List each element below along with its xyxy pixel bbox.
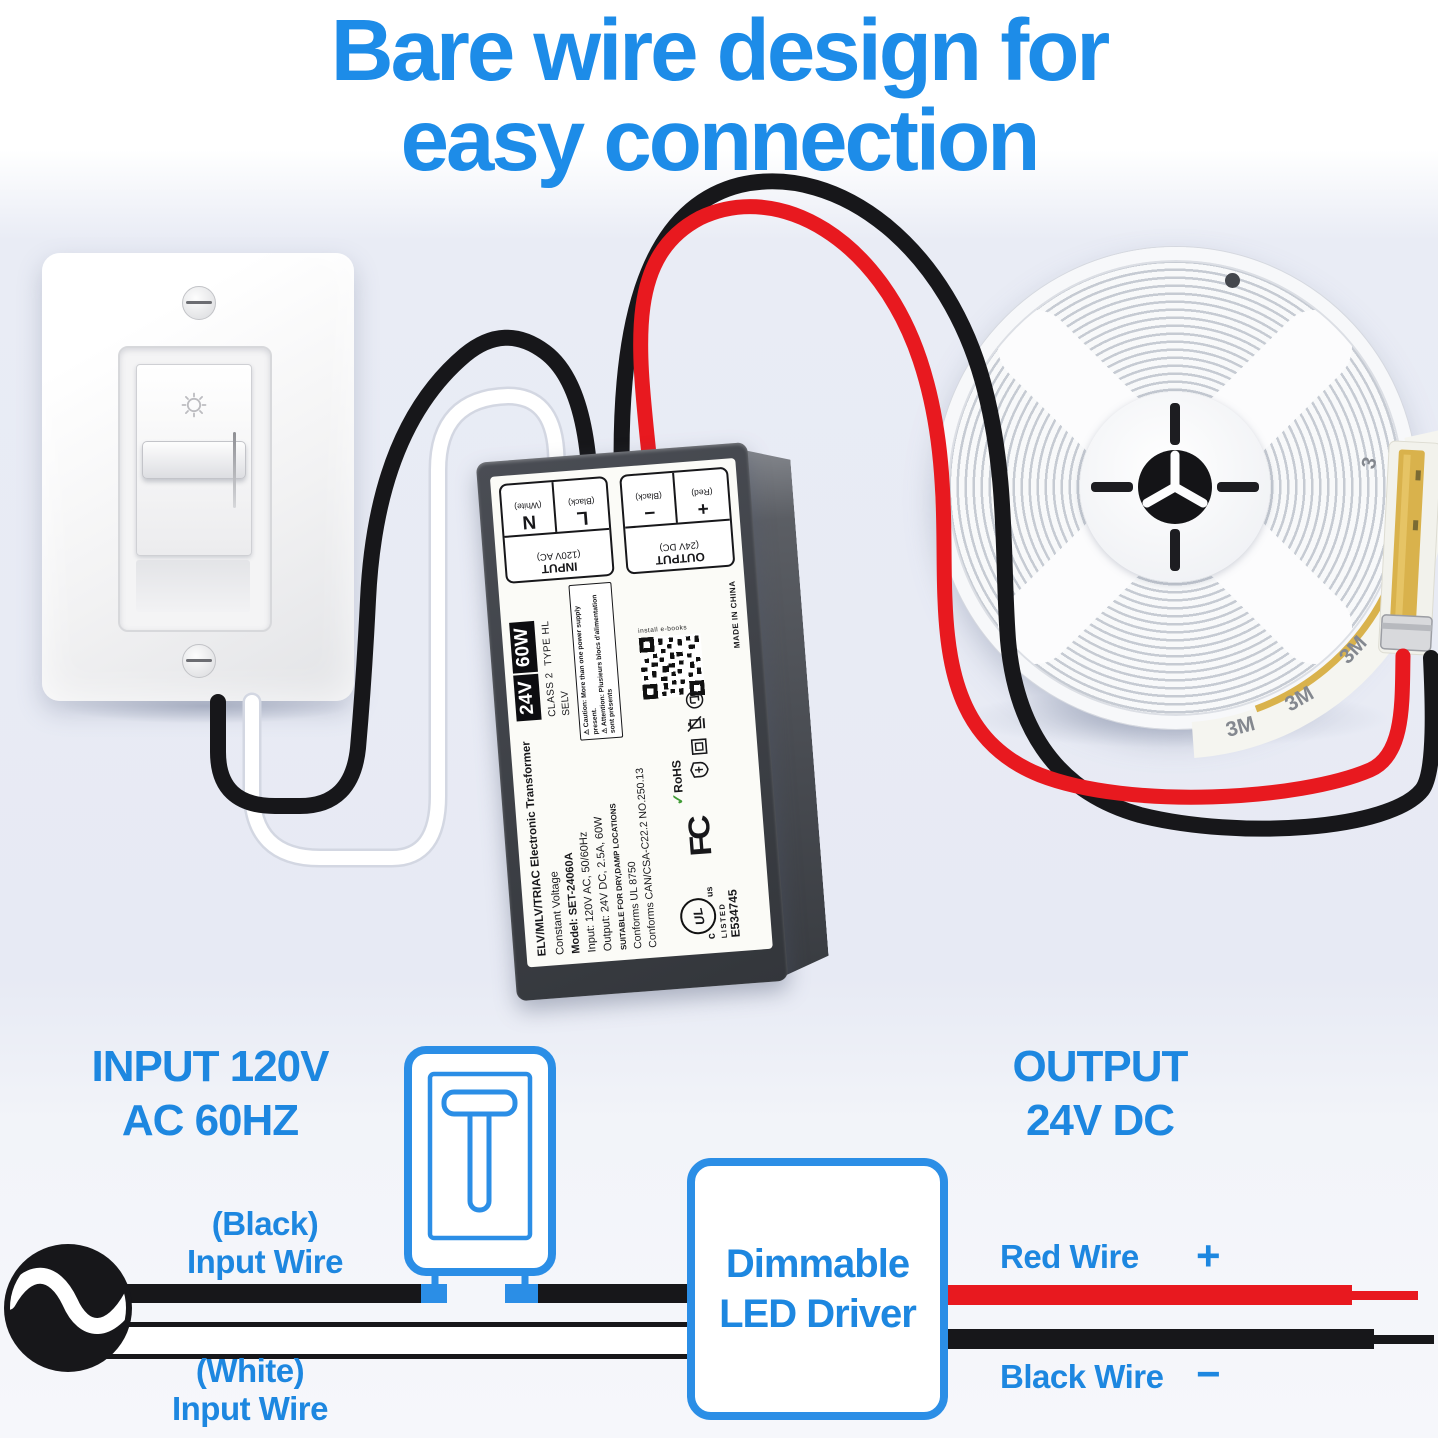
- screw-top-icon: [182, 286, 216, 320]
- screw-bottom-icon: [182, 644, 216, 678]
- title-line-2: easy connection: [400, 92, 1041, 190]
- double-insulation-icon: [690, 738, 708, 755]
- switch-paddle-lower: [136, 560, 250, 612]
- plus-sign: +: [1196, 1232, 1221, 1279]
- ul-file-number: E534745: [725, 888, 743, 938]
- fcc-logo: FC: [682, 818, 719, 858]
- rating-badges: 24V 60W: [509, 621, 542, 722]
- made-in-label: MADE IN CHINA: [727, 580, 742, 649]
- red-output-wire: [633, 199, 1411, 805]
- black-output-wire-symbol: [928, 1329, 1374, 1349]
- bulb-icon: [181, 392, 207, 418]
- label-product-name: ELV/MLV/TRIAC Electronic Transformer: [520, 740, 549, 957]
- terminal-L: L: [575, 506, 590, 529]
- dimmer-slider-handle: [142, 441, 246, 479]
- shield-icon: [690, 761, 709, 778]
- wheelie-bin-crossed-icon: [687, 715, 706, 732]
- schematic-input-title: INPUT 120V AC 60HZ: [91, 1042, 330, 1145]
- dimmer-switch-photo: [42, 253, 354, 701]
- schematic-output-title: OUTPUT 24V DC: [1012, 1042, 1189, 1145]
- minus-sign: −: [1196, 1350, 1221, 1397]
- black-input-wire: [210, 329, 598, 814]
- compliance-icons: [683, 690, 710, 778]
- dimmable-led-driver-box: Dimmable LED Driver: [687, 1158, 948, 1420]
- class-type-line: CLASS 2 TYPE HL: [540, 620, 559, 718]
- cul-us-mark: c UL us LISTED E534745: [678, 884, 743, 941]
- terminal-N: N: [521, 510, 537, 533]
- page-title: Bare wire design for easy connection: [0, 2, 1438, 190]
- ac-source-icon: [4, 1244, 132, 1372]
- black-input-wire-segment-2: [538, 1284, 689, 1303]
- white-wire: [242, 386, 568, 868]
- black-bare-wire-tip: [1372, 1335, 1434, 1344]
- terminal-minus: −: [643, 501, 657, 524]
- label-constant-voltage: Constant Voltage: [548, 870, 567, 956]
- red-bare-wire-tip: [1350, 1291, 1418, 1300]
- red-wire-label: Red Wire: [1000, 1238, 1139, 1275]
- switch-paddle: [136, 364, 252, 556]
- white-input-wire-symbol: [100, 1322, 690, 1359]
- driver-label: OUTPUT (24V DC) + (Red) − (Black): [489, 458, 773, 968]
- reel-hole: [1225, 273, 1240, 288]
- output-terminal-table: OUTPUT (24V DC) + (Red) − (Black): [619, 466, 736, 575]
- input-terminal-table: INPUT (120V AC) L (Black) N (White): [498, 475, 615, 584]
- dimmer-switch-symbol: [404, 1046, 556, 1294]
- dimmer-slider-track: [233, 432, 236, 508]
- title-line-1: Bare wire design for: [330, 2, 1110, 99]
- voltage-badge: 24V: [513, 673, 542, 722]
- black-input-wire-segment-1: [100, 1284, 427, 1303]
- white-input-wire-label: (White) Input Wire: [171, 1352, 329, 1427]
- switch-bezel: [118, 346, 272, 632]
- strip-end-connector: [1378, 440, 1438, 656]
- enclosure-icon: [685, 691, 704, 709]
- red-output-wire-symbol: [928, 1285, 1352, 1305]
- black-wire-label: Black Wire: [1000, 1358, 1164, 1395]
- svg-text:3: 3: [1358, 455, 1382, 471]
- selv-label: SELV: [559, 690, 573, 717]
- terminal-strip: OUTPUT (24V DC) + (Red) − (Black): [498, 466, 736, 584]
- wattage-badge: 60W: [509, 621, 538, 674]
- led-driver-photo: OUTPUT (24V DC) + (Red) − (Black): [475, 439, 832, 1002]
- reel-hub-cross: [1091, 403, 1259, 571]
- qr-block: install e-books: [638, 623, 706, 700]
- black-output-wire: [613, 173, 1438, 837]
- qr-code-icon: [638, 633, 706, 700]
- rohs-logo: ✓RoHS: [669, 759, 688, 806]
- driver-front-face: OUTPUT (24V DC) + (Red) − (Black): [475, 442, 789, 1002]
- caution-box: ⚠ Caution: More than one power supply pr…: [568, 581, 624, 741]
- terminal-plus: +: [696, 497, 710, 520]
- label-rotated-content: ELV/MLV/TRIAC Electronic Transformer Con…: [507, 576, 766, 959]
- black-input-wire-label: (Black) Input Wire: [186, 1205, 344, 1280]
